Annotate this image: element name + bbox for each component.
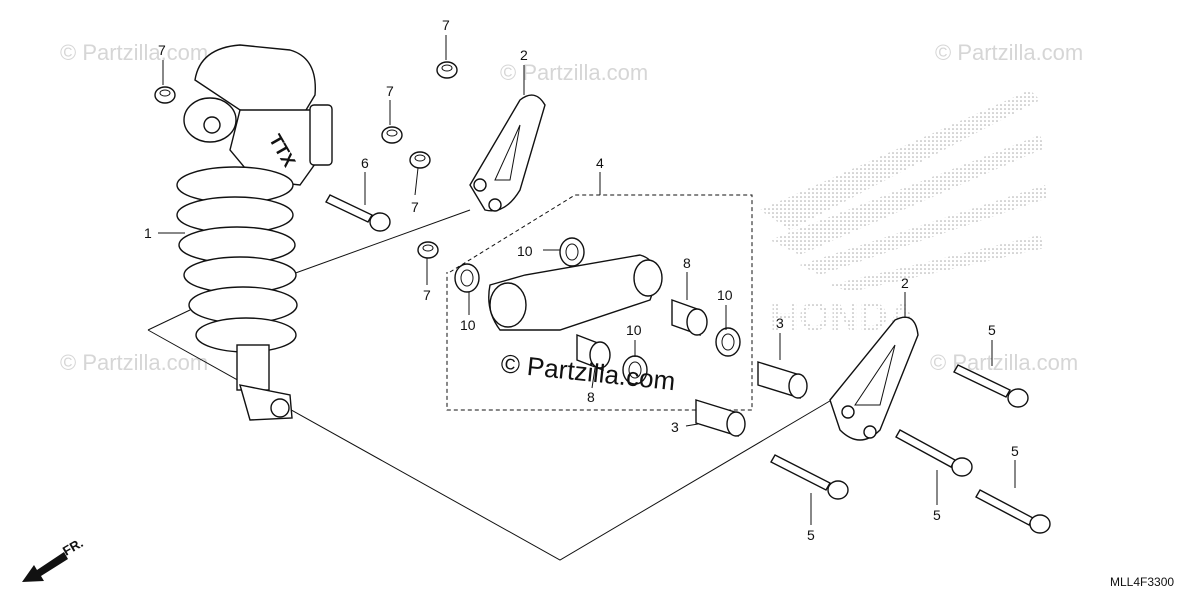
bracket-upper <box>469 94 546 212</box>
watermark: © Partzilla.com <box>930 350 1078 375</box>
bolt-6 <box>325 194 391 232</box>
front-direction-indicator: FR. <box>22 535 86 582</box>
callout-label: 7 <box>158 42 166 58</box>
seal <box>559 237 585 267</box>
shock-absorber: TTX <box>176 44 333 421</box>
collar-group <box>695 361 808 437</box>
callout-label: 6 <box>361 155 369 171</box>
watermark: © Partzilla.com <box>500 60 648 85</box>
callout-label: 5 <box>988 322 996 338</box>
callout-label: 5 <box>933 507 941 523</box>
nut <box>417 241 439 259</box>
needle-bearing <box>576 333 611 372</box>
callout-label: 5 <box>1011 443 1019 459</box>
callout-label: 1 <box>144 225 152 241</box>
watermark: © Partzilla.com <box>60 40 208 65</box>
callout-label: 7 <box>423 287 431 303</box>
bolt-5 <box>895 429 973 477</box>
callout-label: 8 <box>587 389 595 405</box>
adjuster-knob <box>309 104 333 166</box>
needle-bearing <box>671 299 708 336</box>
callout-label: 2 <box>520 47 528 63</box>
bracket-lower <box>829 316 919 441</box>
callout-labels: 1 7 7 7 7 7 6 2 2 4 10 10 10 10 8 8 3 3 … <box>144 17 1019 543</box>
seal <box>715 327 741 357</box>
callout-label: 10 <box>717 287 733 303</box>
collar <box>757 361 808 399</box>
watermark: © Partzilla.com <box>60 350 208 375</box>
bolt-group <box>770 364 1051 534</box>
seal <box>454 263 480 293</box>
linkage-arm <box>488 254 663 331</box>
callout-label: 7 <box>386 83 394 99</box>
nut <box>381 126 403 144</box>
callout-label: 7 <box>411 199 419 215</box>
callout-label: 3 <box>671 419 679 435</box>
bolt-5 <box>975 489 1051 534</box>
watermark: © Partzilla.com <box>935 40 1083 65</box>
nut <box>154 86 176 104</box>
nut <box>409 151 431 169</box>
honda-wing-emblem: HONDA <box>760 90 1048 339</box>
nut <box>436 61 458 79</box>
bolt-5 <box>953 364 1029 408</box>
callout-label: 3 <box>776 315 784 331</box>
bolt-5 <box>770 454 849 500</box>
callout-label: 2 <box>901 275 909 291</box>
bearing-group <box>576 299 708 372</box>
nut-group <box>154 61 458 259</box>
callout-label: 10 <box>460 317 476 333</box>
collar <box>695 399 746 437</box>
callout-label: 7 <box>442 17 450 33</box>
callout-label: 8 <box>683 255 691 271</box>
diagram-code: MLL4F3300 <box>1110 575 1174 589</box>
arrow-icon <box>22 552 68 582</box>
callout-leaders <box>158 35 1016 525</box>
callout-label: 10 <box>517 243 533 259</box>
seal-group <box>454 237 741 385</box>
callout-label: 5 <box>807 527 815 543</box>
callout-label: 4 <box>596 155 604 171</box>
callout-label: 10 <box>626 322 642 338</box>
